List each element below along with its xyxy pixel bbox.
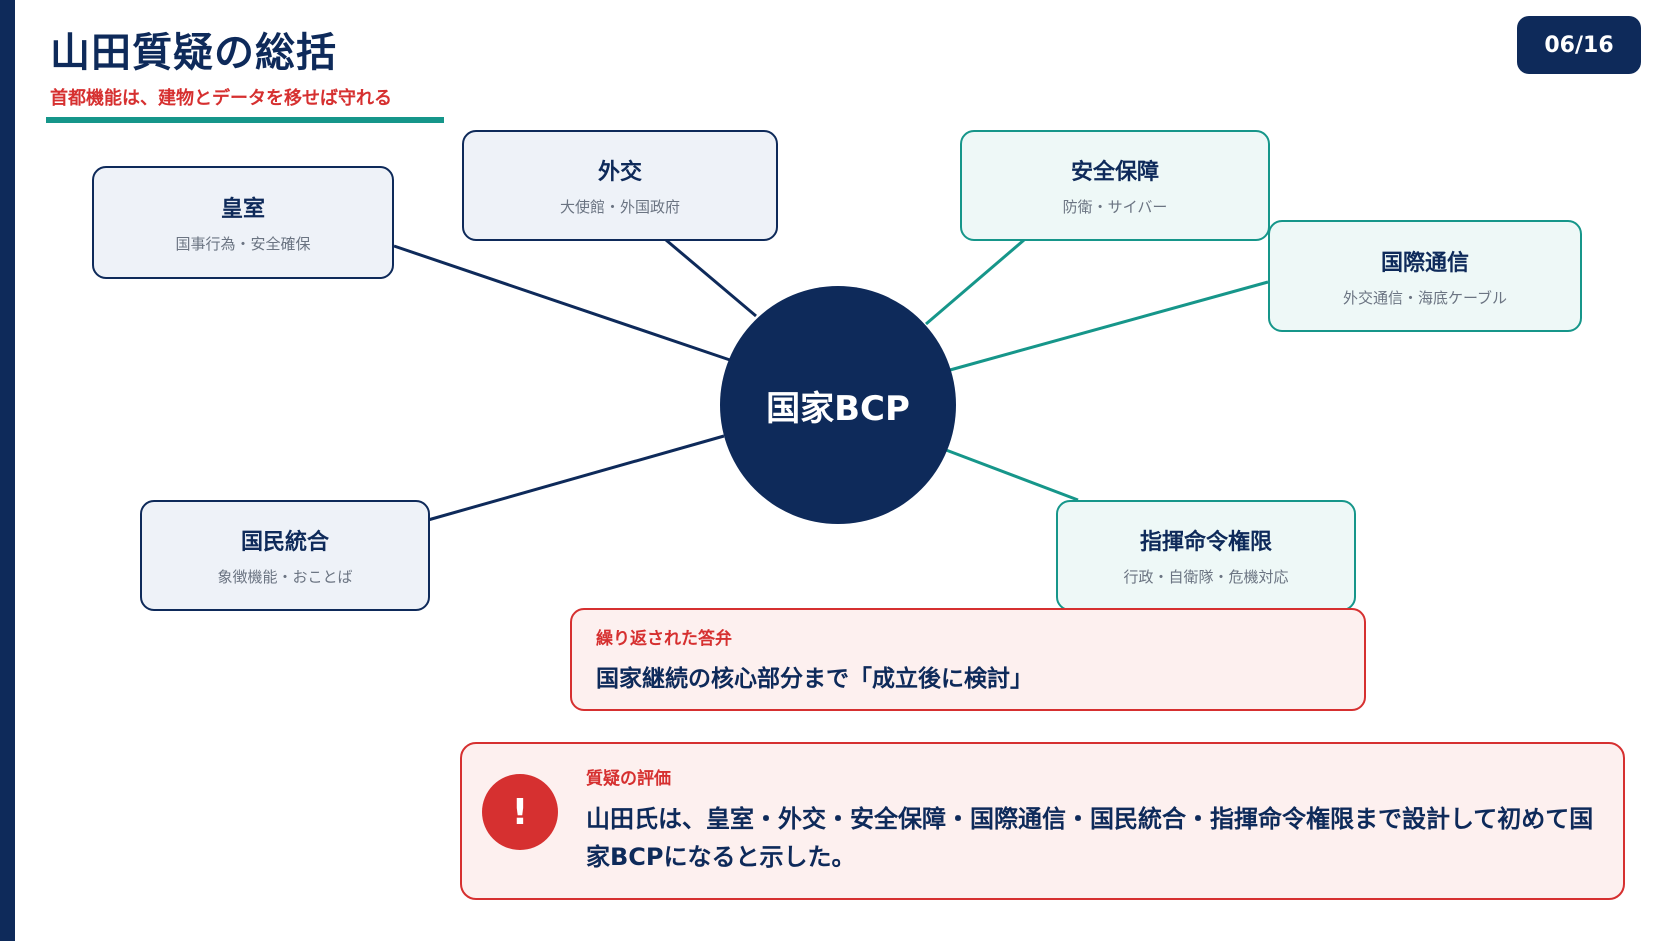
page-subtitle: 首都機能は、建物とデータを移せば守れる	[50, 88, 392, 109]
node-subtitle: 行政・自衛隊・危機対応	[1123, 568, 1289, 586]
connector-unity	[427, 434, 725, 522]
node-imperial: 皇室 国事行為・安全確保	[92, 166, 394, 279]
center-hub: 国家BCP	[720, 286, 956, 524]
node-title: 国民統合	[240, 530, 329, 555]
connector-command	[945, 448, 1079, 502]
node-title: 指揮命令権限	[1139, 530, 1272, 555]
page-number-badge: 06/16	[1517, 16, 1641, 74]
node-diplomacy: 外交 大使館・外国政府	[462, 130, 778, 241]
left-accent-bar	[0, 0, 15, 941]
node-title: 安全保障	[1070, 160, 1159, 185]
evaluation-box: ! 質疑の評価 山田氏は、皇室・外交・安全保障・国際通信・国民統合・指揮命令権限…	[460, 742, 1625, 900]
page-title: 山田質疑の総括	[50, 30, 337, 76]
node-comms: 国際通信 外交通信・海底ケーブル	[1268, 220, 1582, 332]
repeated-answer-box: 繰り返された答弁 国家継続の核心部分まで「成立後に検討」	[570, 608, 1366, 711]
connector-security	[925, 238, 1025, 326]
answer-text: 国家継続の核心部分まで「成立後に検討」	[596, 666, 1033, 692]
node-unity: 国民統合 象徴機能・おことば	[140, 500, 430, 611]
evaluation-label: 質疑の評価	[586, 769, 671, 789]
connector-diplomacy	[665, 238, 757, 318]
connector-imperial	[393, 244, 731, 362]
evaluation-text: 山田氏は、皇室・外交・安全保障・国際通信・国民統合・指揮命令権限まで設計して初め…	[586, 805, 1594, 871]
node-subtitle: 象徴機能・おことば	[217, 568, 353, 586]
node-subtitle: 防衛・サイバー	[1062, 198, 1168, 216]
exclamation-icon: !	[482, 774, 558, 850]
connector-comms	[949, 280, 1269, 372]
node-title: 外交	[597, 160, 642, 185]
node-command: 指揮命令権限 行政・自衛隊・危機対応	[1056, 500, 1356, 611]
node-subtitle: 外交通信・海底ケーブル	[1342, 288, 1508, 307]
node-title: 皇室	[220, 197, 265, 222]
node-security: 安全保障 防衛・サイバー	[960, 130, 1270, 241]
node-subtitle: 大使館・外国政府	[559, 198, 680, 216]
answer-label: 繰り返された答弁	[596, 629, 732, 649]
node-title: 国際通信	[1380, 250, 1469, 276]
subtitle-underline	[46, 117, 444, 123]
node-subtitle: 国事行為・安全確保	[175, 235, 311, 253]
